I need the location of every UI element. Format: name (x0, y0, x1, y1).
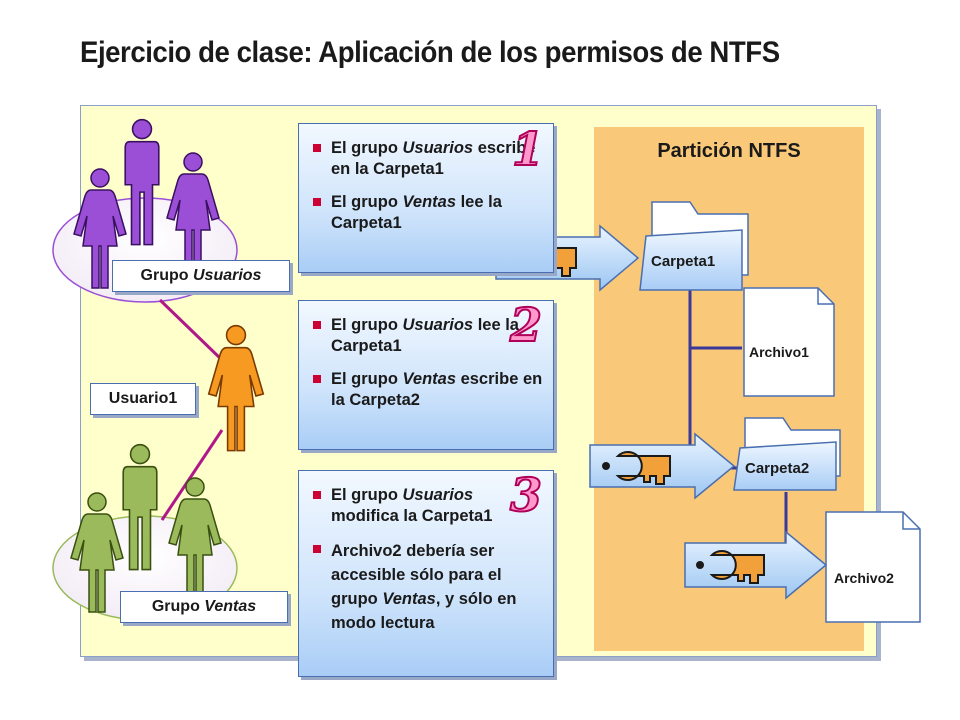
partition-title: Partición NTFS (657, 140, 801, 162)
bullet: El grupo Usuarios modifica la Carpeta1 (313, 485, 545, 527)
group-usuarios-prefix: Grupo (140, 267, 193, 284)
bullet: El grupo Ventas lee la Carpeta1 (313, 192, 545, 234)
group-ventas-prefix: Grupo (151, 598, 205, 615)
step-number-2: 2 (509, 297, 543, 353)
carpeta2-label: Carpeta2 (745, 460, 810, 477)
group-usuarios-label: Grupo Usuarios (112, 260, 290, 292)
connector-usuarios (158, 298, 224, 362)
step-box-3: El grupo Usuarios modifica la Carpeta1 A… (298, 470, 554, 677)
person-icon (207, 324, 265, 452)
step-number-3: 3 (509, 467, 543, 523)
step-box-2: El grupo Usuarios lee la Carpeta1 El gru… (298, 300, 554, 450)
step-box-1: El grupo Usuarios escribe en la Carpeta1… (298, 123, 554, 273)
document-icon (743, 287, 835, 397)
folder-icon (639, 201, 749, 291)
step-number-1: 1 (511, 121, 545, 177)
bullet: El grupo Ventas escribe en la Carpeta2 (313, 369, 545, 411)
bullet: Archivo2 debería ser accesible sólo para… (313, 539, 545, 635)
document-icon (825, 511, 921, 623)
bullet: El grupo Usuarios escribe en la Carpeta1 (313, 138, 545, 180)
folder-icon (733, 417, 841, 491)
archivo2-label: Archivo2 (834, 570, 894, 586)
group-usuarios-name: Usuarios (192, 267, 262, 284)
archivo1-label: Archivo1 (749, 344, 809, 360)
connector-ventas (160, 429, 224, 521)
group-ventas-label: Grupo Ventas (120, 591, 288, 623)
bullet: El grupo Usuarios lee la Carpeta1 (313, 315, 545, 357)
group-ventas-name: Ventas (204, 598, 257, 615)
usuario1-label: Usuario1 (90, 383, 196, 415)
carpeta1-label: Carpeta1 (651, 253, 716, 270)
page-title: Ejercicio de clase: Aplicación de los pe… (80, 36, 780, 69)
